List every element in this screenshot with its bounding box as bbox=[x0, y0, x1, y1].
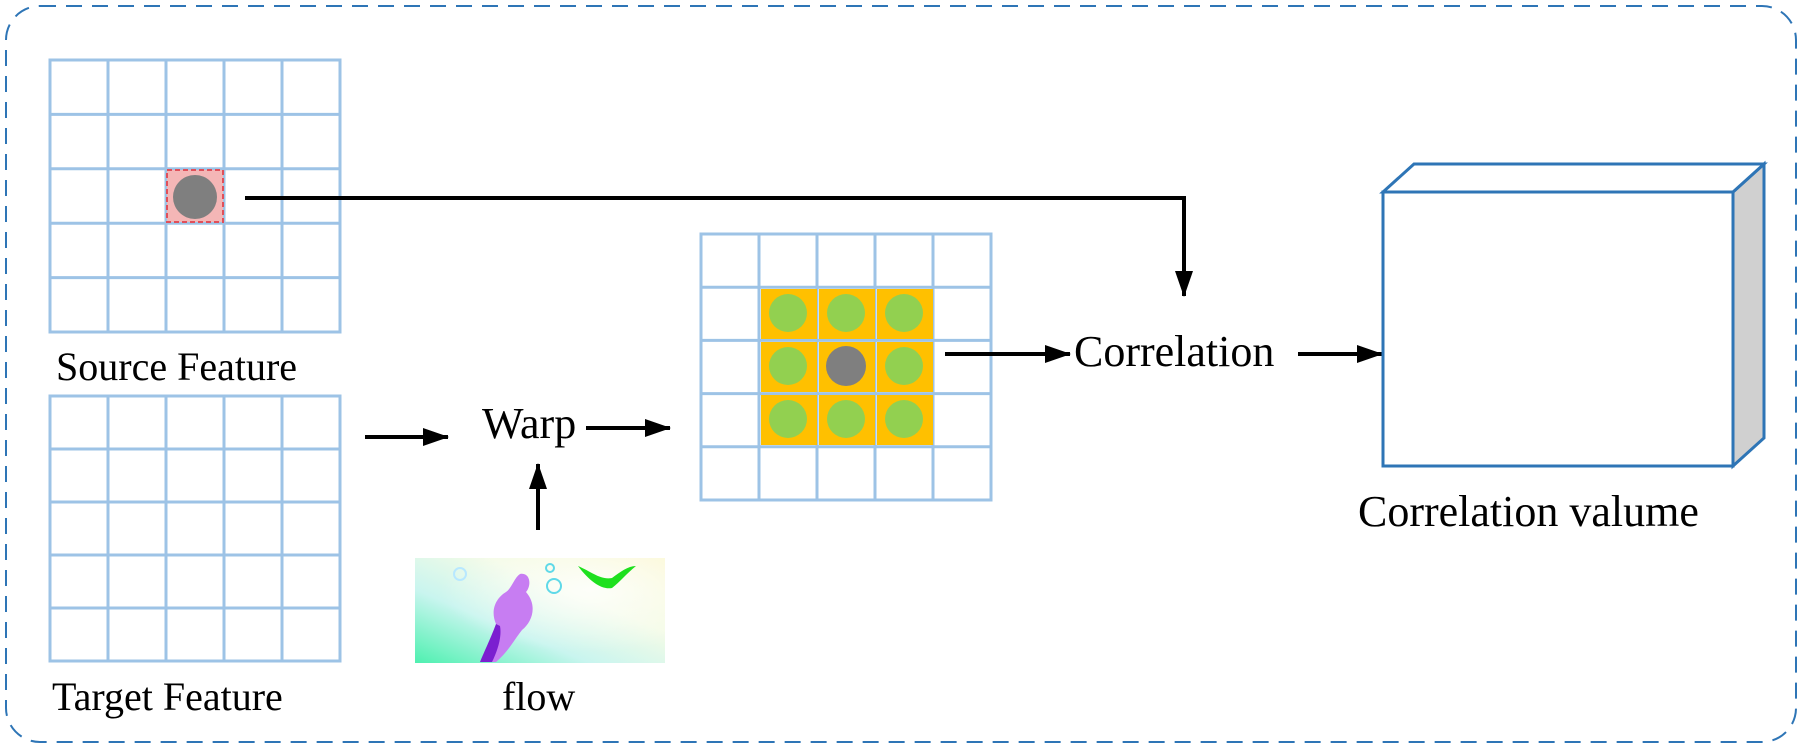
source-feature-label: Source Feature bbox=[56, 344, 297, 389]
target-feature-grid bbox=[48, 394, 342, 663]
outer-dashed-frame bbox=[5, 5, 1797, 743]
target-feature-label: Target Feature bbox=[52, 674, 283, 719]
warp-label: Warp bbox=[482, 399, 576, 448]
source-to-correlation-arrow bbox=[245, 196, 1193, 297]
correlation-volume-cuboid bbox=[1379, 160, 1768, 470]
correlation-volume-label: Correlation valume bbox=[1358, 487, 1699, 536]
source-center-point bbox=[173, 175, 217, 219]
optical-flow-image bbox=[415, 558, 665, 663]
warped-center-point bbox=[826, 346, 866, 386]
flow-label: flow bbox=[502, 674, 575, 719]
correlation-neighborhood bbox=[761, 289, 933, 445]
correlation-label: Correlation bbox=[1074, 327, 1274, 376]
